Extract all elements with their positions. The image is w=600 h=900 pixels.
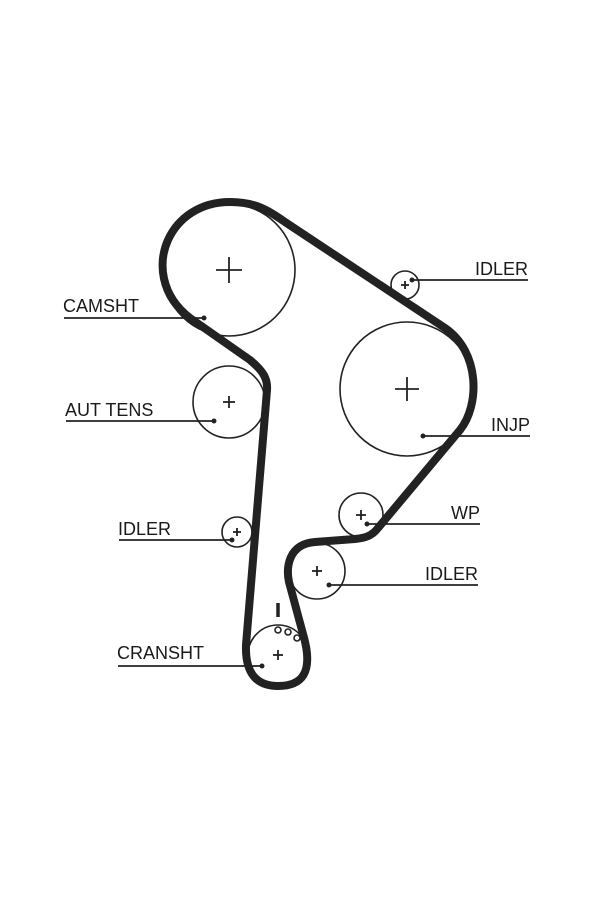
idler-bottom-right-pulley xyxy=(288,542,346,600)
idler-top-right-pulley xyxy=(390,270,420,300)
callout-injection-pump: INJP xyxy=(420,415,530,439)
crankshaft-pulley xyxy=(247,603,309,686)
label-idler-left: IDLER xyxy=(118,519,171,539)
idler-left-pulley xyxy=(221,516,253,548)
label-idler-bottom-right: IDLER xyxy=(425,564,478,584)
callout-idler-left: IDLER xyxy=(118,519,235,543)
label-camshaft: CAMSHT xyxy=(63,296,139,316)
timing-mark-dot xyxy=(284,628,292,636)
label-crankshaft: CRANSHT xyxy=(117,643,204,663)
callout-water-pump: WP xyxy=(364,503,480,527)
callout-camshaft: CAMSHT xyxy=(63,296,207,321)
water-pump-pulley xyxy=(338,492,384,538)
callout-auto-tensioner: AUT TENS xyxy=(65,400,217,424)
camshaft-pulley xyxy=(162,203,296,337)
timing-mark-dot xyxy=(274,626,282,634)
callout-idler-bottom-right: IDLER xyxy=(326,564,478,588)
label-water-pump: WP xyxy=(451,503,480,523)
auto-tensioner-pulley xyxy=(192,365,266,439)
callout-crankshaft: CRANSHT xyxy=(117,643,265,669)
timing-mark-dot xyxy=(293,634,301,642)
injection-pump-pulley xyxy=(339,321,475,457)
label-idler-top-right: IDLER xyxy=(475,259,528,279)
callout-idler-top-right: IDLER xyxy=(409,259,528,283)
label-injection-pump: INJP xyxy=(491,415,530,435)
timing-belt xyxy=(158,198,478,690)
label-auto-tensioner: AUT TENS xyxy=(65,400,153,420)
